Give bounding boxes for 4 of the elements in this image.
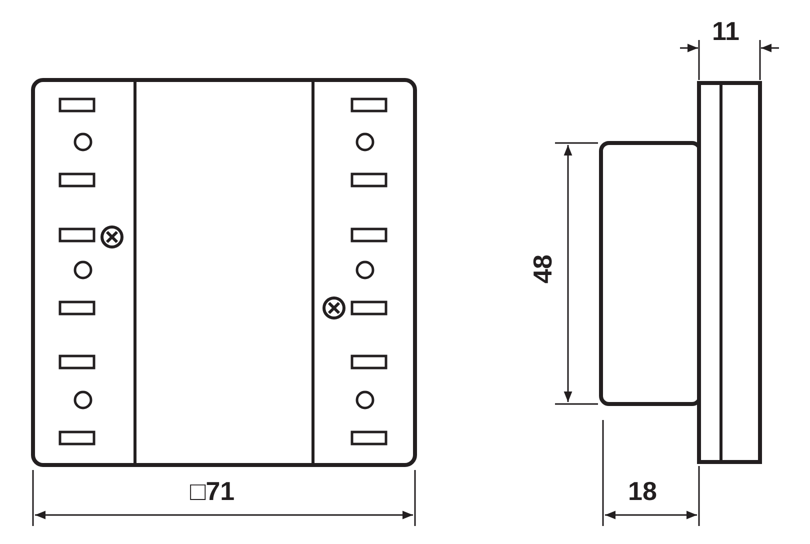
dimension-label: □71 bbox=[190, 478, 235, 504]
dimension-label: 18 bbox=[628, 478, 657, 504]
dimension-label: 48 bbox=[529, 254, 556, 284]
dimension-label: 11 bbox=[712, 18, 740, 44]
